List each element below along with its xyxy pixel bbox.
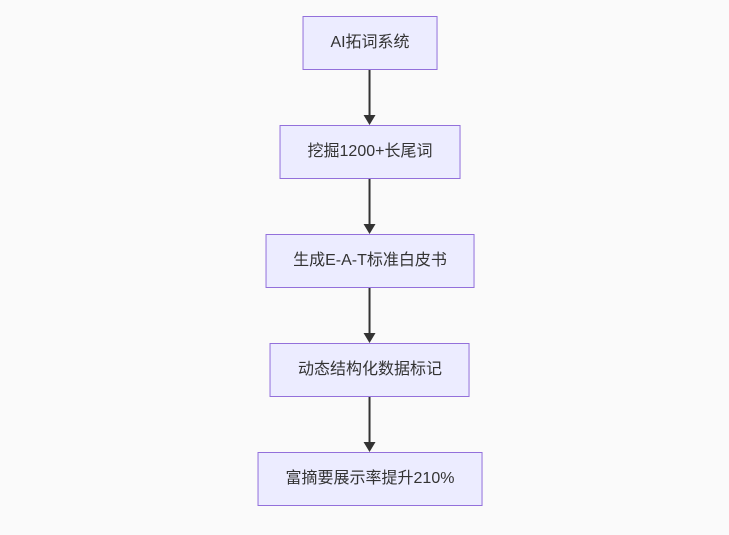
flow-node-ai-keyword-system: AI拓词系统 xyxy=(302,16,438,70)
flow-node-eat-whitepaper: 生成E-A-T标准白皮书 xyxy=(265,234,475,288)
flow-node-longtail-mining: 挖掘1200+长尾词 xyxy=(279,125,461,179)
edge-n2-n3 xyxy=(364,179,376,234)
edge-n4-n5 xyxy=(364,397,376,452)
arrow-line xyxy=(369,70,371,116)
arrow-line xyxy=(369,179,371,225)
flow-node-rich-snippet-uplift: 富摘要展示率提升210% xyxy=(257,452,483,506)
edge-n3-n4 xyxy=(364,288,376,343)
arrow-down-icon xyxy=(364,224,376,234)
flow-node-structured-data-markup: 动态结构化数据标记 xyxy=(269,343,470,397)
flowchart: AI拓词系统 挖掘1200+长尾词 生成E-A-T标准白皮书 动态结构化数据标记… xyxy=(257,16,483,506)
edge-n1-n2 xyxy=(364,70,376,125)
arrow-down-icon xyxy=(364,115,376,125)
arrow-down-icon xyxy=(364,333,376,343)
arrow-down-icon xyxy=(364,442,376,452)
arrow-line xyxy=(369,288,371,334)
arrow-line xyxy=(369,397,371,443)
